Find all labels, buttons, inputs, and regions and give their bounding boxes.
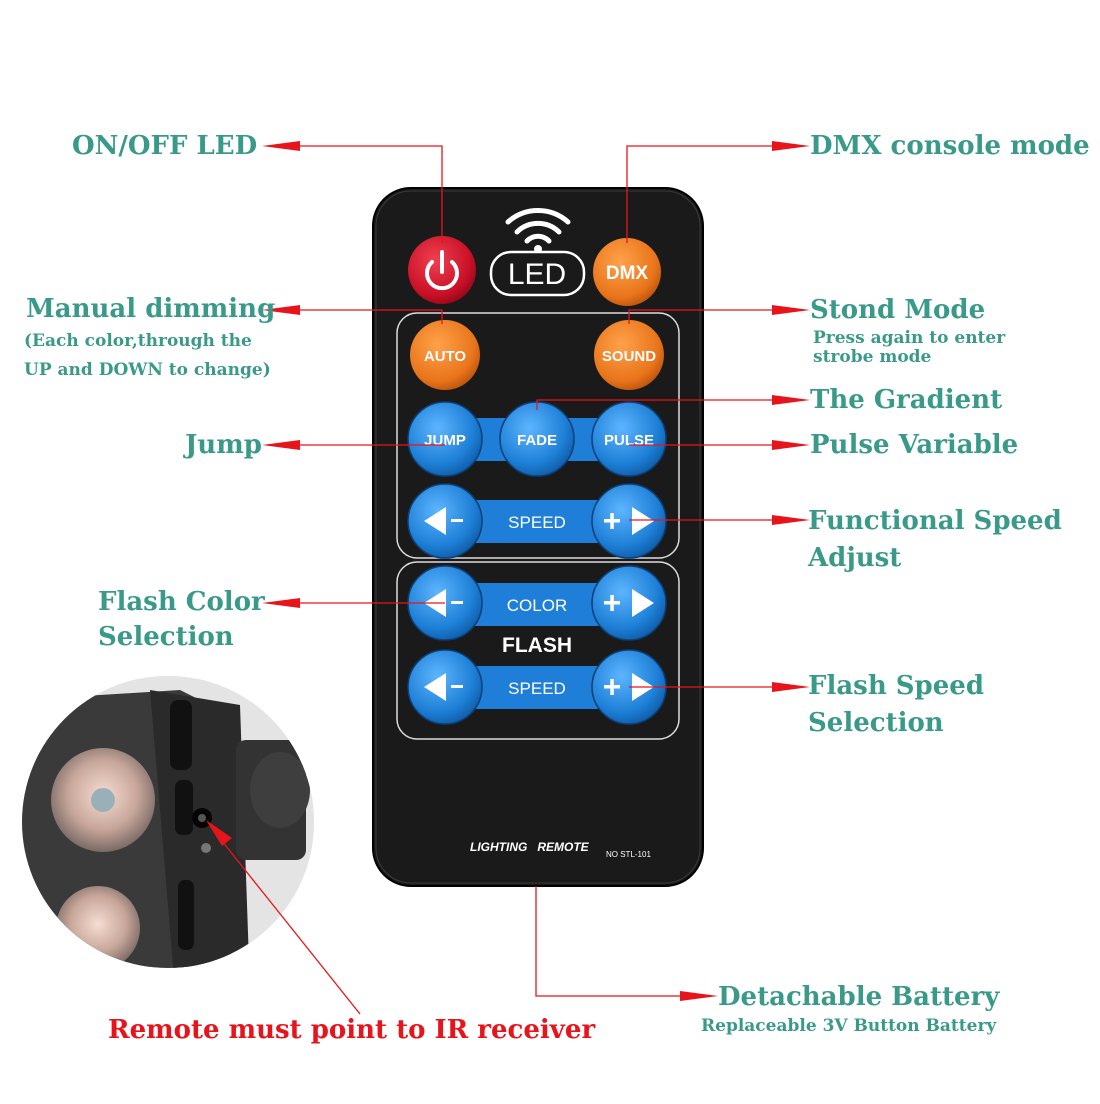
label-flash-color: Flash Color	[98, 587, 265, 617]
flash-speed-down-button[interactable]	[407, 649, 483, 725]
arrow-up-left-icon	[206, 820, 232, 846]
svg-text:DMX: DMX	[606, 263, 649, 284]
wireless-icon	[505, 208, 571, 244]
callout-lines	[209, 145, 775, 1015]
speed-up-button[interactable]	[591, 483, 667, 559]
svg-text:JUMP: JUMP	[424, 432, 466, 449]
label-manual-dimming-note-1: (Each color,through the	[24, 331, 252, 351]
model-text: NO STL-101	[606, 850, 651, 859]
label-on-off-led: ON/OFF LED	[72, 131, 258, 161]
arrow-right-icon	[772, 440, 810, 450]
label-functional-speed-adjust: Adjust	[808, 543, 902, 573]
label-ir-receiver: Remote must point to IR receiver	[108, 1015, 596, 1045]
label-manual-dimming-note-2: UP and DOWN to change)	[24, 360, 271, 380]
arrow-left-icon	[262, 305, 300, 315]
led-label: LED	[508, 258, 566, 291]
power-icon	[425, 250, 459, 291]
arrow-left-icon	[424, 507, 446, 535]
pulse-button[interactable]: PULSE	[591, 401, 667, 477]
color-up-button[interactable]	[591, 565, 667, 641]
brand-text: LIGHTING REMOTE	[470, 840, 590, 854]
flash-speed-label: SPEED	[508, 679, 566, 698]
svg-text:AUTO: AUTO	[424, 348, 467, 365]
arrow-left-icon	[262, 598, 300, 608]
svg-text:PULSE: PULSE	[604, 432, 654, 449]
arrow-right-icon	[772, 141, 810, 151]
flash-group-frame	[396, 561, 680, 740]
ir-receiver-inset	[22, 676, 314, 968]
arrow-right-icon	[632, 589, 654, 617]
label-pulse-variable: Pulse Variable	[810, 430, 1019, 460]
jump-button[interactable]: JUMP	[407, 401, 483, 477]
dmx-button[interactable]: DMX	[593, 238, 661, 306]
arrow-right-icon	[632, 507, 654, 535]
label-functional-speed: Functional Speed	[808, 506, 1062, 536]
arrow-right-icon	[772, 515, 810, 525]
arrow-right-icon	[680, 991, 718, 1001]
arrow-right-icon	[772, 682, 810, 692]
label-gradient: The Gradient	[810, 385, 1003, 415]
speed-label: SPEED	[508, 513, 566, 532]
function-group-frame	[396, 312, 680, 559]
label-stond-note-1: Press again to enter	[813, 328, 1006, 348]
label-battery-note: Replaceable 3V Button Battery	[701, 1016, 997, 1036]
knob-icon	[250, 752, 310, 828]
fade-button[interactable]: FADE	[499, 401, 575, 477]
label-flash-color-selection: Selection	[98, 622, 234, 652]
callout-arrowheads	[206, 141, 810, 1001]
svg-text:FADE: FADE	[517, 432, 557, 449]
label-jump: Jump	[185, 430, 262, 460]
speed-down-button[interactable]	[407, 483, 483, 559]
led-lens-icon	[56, 886, 140, 968]
remote-control: LED DMX AUTO SOUND	[372, 187, 704, 887]
power-button[interactable]	[408, 236, 476, 304]
label-dmx-console-mode: DMX console mode	[810, 131, 1090, 161]
auto-button[interactable]: AUTO	[410, 320, 480, 390]
sound-button[interactable]: SOUND	[594, 320, 664, 390]
arrow-left-icon	[424, 673, 446, 701]
arrow-left-icon	[262, 440, 300, 450]
label-detachable-battery: Detachable Battery	[718, 982, 1000, 1012]
flash-label: FLASH	[502, 634, 572, 657]
label-stond-note-2: strobe mode	[813, 347, 932, 367]
label-flash-speed-selection: Selection	[808, 708, 944, 738]
arrow-right-icon	[772, 305, 810, 315]
label-manual-dimming: Manual dimming	[26, 294, 276, 324]
svg-text:SOUND: SOUND	[602, 348, 656, 365]
label-stond-mode: Stond Mode	[810, 295, 986, 325]
label-flash-speed: Flash Speed	[808, 671, 984, 701]
arrow-right-icon	[772, 395, 810, 405]
color-label: COLOR	[507, 596, 567, 615]
led-label-frame	[489, 250, 586, 297]
arrow-left-icon	[262, 141, 300, 151]
